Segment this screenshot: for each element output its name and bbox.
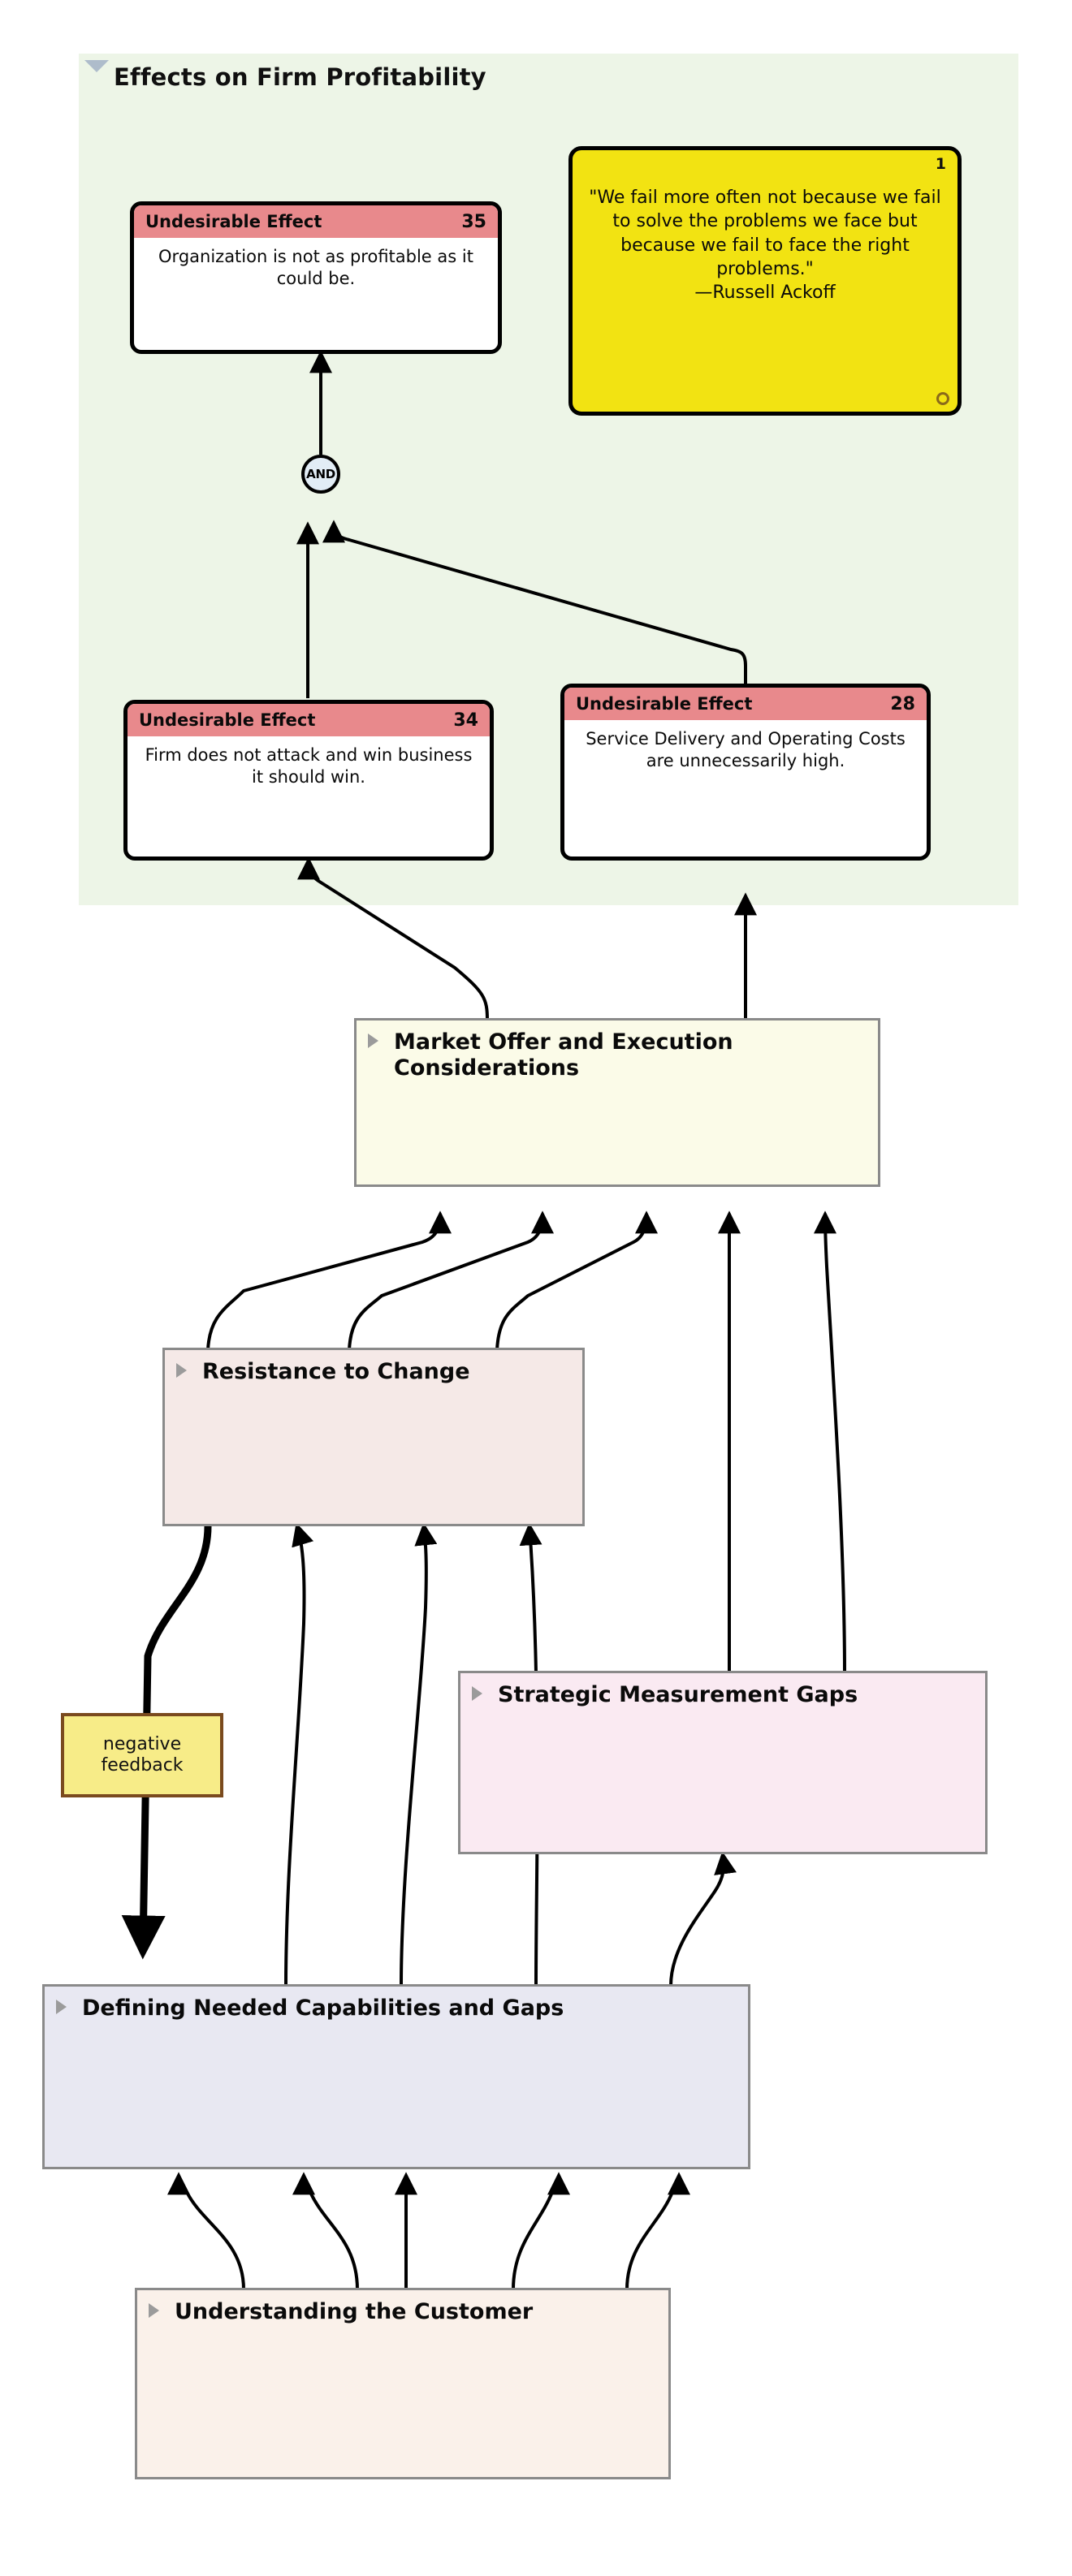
- undesirable-effect-header-34: Undesirable Effect 34: [128, 704, 490, 736]
- undesirable-effect-card-34[interactable]: Undesirable Effect 34 Firm does not atta…: [123, 700, 494, 861]
- and-operator-node[interactable]: AND: [301, 455, 340, 494]
- group-box-market-offer-and-execution-considerations[interactable]: Market Offer and Execution Consideration…: [354, 1018, 880, 1187]
- panel-title: Effects on Firm Profitability: [114, 63, 486, 91]
- undesirable-effect-number: 28: [890, 693, 915, 714]
- undesirable-effect-header-35: Undesirable Effect 35: [134, 205, 498, 238]
- sticky-note-author: —Russell Ackoff: [694, 283, 836, 303]
- undesirable-effect-header-28: Undesirable Effect 28: [564, 688, 927, 720]
- sticky-note-quote-text: "We fail more often not because we fail …: [589, 188, 941, 279]
- undesirable-effect-label: Undesirable Effect: [139, 710, 316, 730]
- sticky-note-quote[interactable]: 1 "We fail more often not because we fai…: [568, 146, 962, 416]
- undesirable-effect-text: Service Delivery and Operating Costs are…: [586, 729, 906, 770]
- group-title: Understanding the Customer: [175, 2299, 534, 2324]
- resize-handle-icon[interactable]: [936, 392, 949, 405]
- undesirable-effect-number: 34: [453, 710, 478, 731]
- triangle-right-icon[interactable]: [176, 1363, 187, 1378]
- group-title: Market Offer and Execution Consideration…: [394, 1029, 733, 1081]
- group-title: Defining Needed Capabilities and Gaps: [82, 1996, 564, 2021]
- edge-understanding-to-defining-5: [625, 2172, 690, 2290]
- undesirable-effect-number: 35: [461, 211, 486, 232]
- group-title: Resistance to Change: [202, 1359, 470, 1384]
- edge-understanding-to-defining-2: [292, 2172, 359, 2290]
- sticky-note-number: 1: [935, 155, 946, 173]
- edge-defining-to-strategic: [669, 1851, 737, 1987]
- undesirable-effect-text: Organization is not as profitable as it …: [158, 247, 473, 288]
- group-box-strategic-measurement-gaps[interactable]: Strategic Measurement Gaps: [458, 1671, 988, 1854]
- undesirable-effect-body-34: Firm does not attack and win business it…: [128, 736, 490, 857]
- undesirable-effect-body-35: Organization is not as profitable as it …: [134, 238, 498, 350]
- undesirable-effect-card-35[interactable]: Undesirable Effect 35 Organization is no…: [130, 201, 502, 354]
- sticky-note-text: "We fail more often not because we fail …: [584, 186, 946, 304]
- undesirable-effect-text: Firm does not attack and win business it…: [145, 745, 473, 787]
- undesirable-effect-label: Undesirable Effect: [576, 694, 753, 714]
- group-box-resistance-to-change[interactable]: Resistance to Change: [162, 1348, 585, 1526]
- and-operator-label: AND: [306, 467, 335, 481]
- group-box-defining-needed-capabilities-and-gaps[interactable]: Defining Needed Capabilities and Gaps: [42, 1984, 750, 2169]
- undesirable-effect-body-28: Service Delivery and Operating Costs are…: [564, 720, 927, 857]
- edge-resistance-to-market-1: [206, 1210, 452, 1351]
- undesirable-effect-label: Undesirable Effect: [145, 212, 322, 231]
- triangle-down-icon[interactable]: [84, 60, 109, 72]
- group-title: Strategic Measurement Gaps: [498, 1682, 858, 1707]
- edge-understanding-to-defining-1: [167, 2172, 245, 2290]
- edge-resistance-to-market-3: [495, 1210, 658, 1351]
- triangle-right-icon[interactable]: [368, 1033, 378, 1048]
- edge-strategic-to-market-2: [814, 1210, 846, 1673]
- triangle-right-icon[interactable]: [56, 2000, 67, 2014]
- group-box-understanding-the-customer[interactable]: Understanding the Customer: [135, 2288, 671, 2479]
- triangle-right-icon[interactable]: [149, 2303, 159, 2318]
- edge-defining-to-resistance-1: [284, 1522, 314, 1987]
- triangle-right-icon[interactable]: [472, 1686, 482, 1701]
- undesirable-effect-card-28[interactable]: Undesirable Effect 28 Service Delivery a…: [560, 684, 931, 861]
- edge-resistance-to-market-2: [348, 1210, 554, 1351]
- edge-defining-to-resistance-2: [400, 1522, 438, 1987]
- edge-understanding-to-defining-4: [512, 2172, 570, 2290]
